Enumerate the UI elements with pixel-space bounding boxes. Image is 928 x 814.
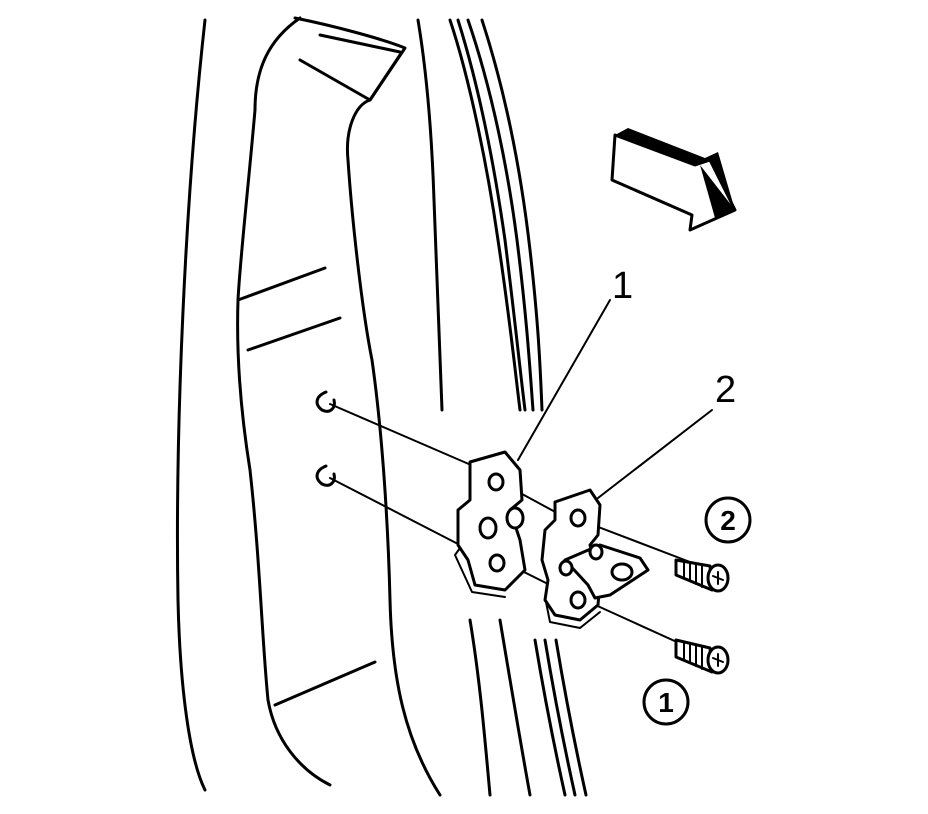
step-callout-1: 1 (642, 678, 690, 726)
step-callout-1-label: 1 (658, 687, 674, 718)
hinge-plate-door-side (454, 450, 527, 598)
screw-icon (674, 558, 730, 593)
door-mounting-holes (315, 390, 336, 487)
door-edge (175, 16, 442, 797)
part-label-1: 1 (612, 265, 633, 307)
panel-detail (236, 33, 402, 707)
direction-arrow-icon (610, 128, 737, 232)
step-callout-2: 2 (704, 496, 752, 544)
hinge-plate-body-side (540, 488, 650, 629)
pillar-channel (416, 18, 588, 797)
part-label-2: 2 (715, 369, 736, 411)
leader-lines (517, 299, 713, 499)
screw-icon (674, 638, 730, 675)
step-callout-2-label: 2 (720, 505, 736, 536)
